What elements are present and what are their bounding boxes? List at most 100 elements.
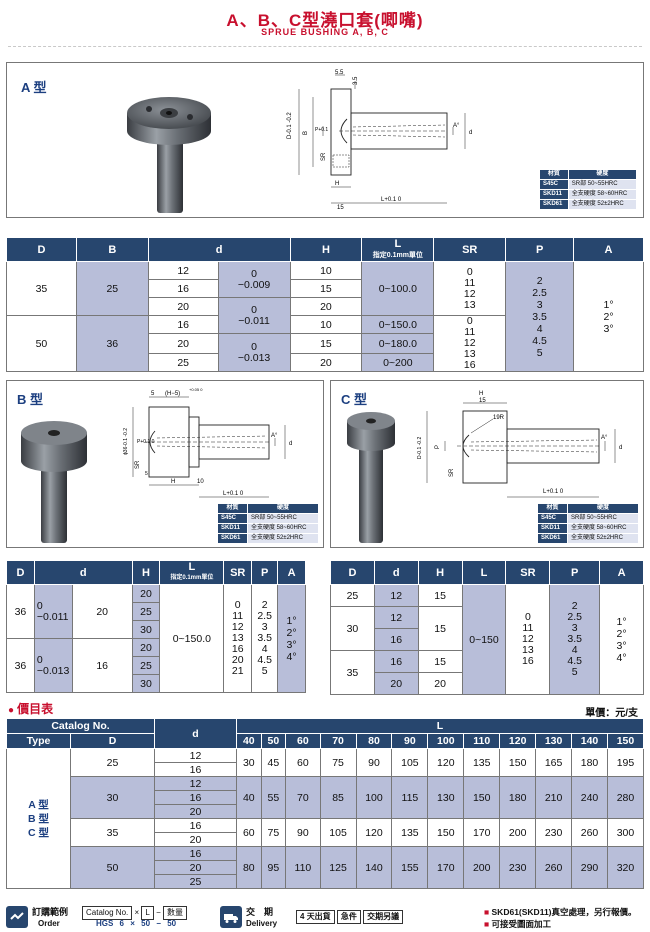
hardness-header: 硬度 bbox=[566, 503, 640, 514]
price-cell: 75 bbox=[260, 818, 287, 847]
cell-L: 0~100.0 bbox=[361, 261, 435, 316]
type-a-label: A 型 bbox=[21, 80, 47, 95]
sr-val: 16 bbox=[522, 655, 534, 667]
type-b-dim-10: 10 bbox=[197, 479, 204, 485]
length-header: 140 bbox=[571, 733, 608, 749]
cell-d: 16 bbox=[71, 638, 133, 693]
p-val: 2.5 bbox=[532, 286, 547, 299]
price-cell: 95 bbox=[260, 846, 287, 889]
sr-val: 16 bbox=[463, 359, 476, 371]
p-val: 3 bbox=[536, 298, 543, 311]
hand-pointer-icon bbox=[6, 906, 28, 928]
d-cell: 20 bbox=[154, 804, 237, 819]
table-row: 20 bbox=[7, 832, 644, 847]
length-header: 70 bbox=[319, 733, 357, 749]
type-b-dim-P: P+0.1 0 bbox=[137, 439, 155, 445]
price-cell: 290 bbox=[571, 846, 608, 889]
price-cell: 60 bbox=[285, 748, 321, 777]
type-label: A 型 bbox=[28, 798, 49, 811]
cell-A: 1°2°3° bbox=[573, 261, 644, 372]
cell-D: 25 bbox=[330, 584, 375, 607]
price-cell: 210 bbox=[535, 776, 573, 819]
price-cell: 70 bbox=[285, 776, 321, 819]
cell-H: 20 bbox=[131, 638, 161, 657]
price-cell: 155 bbox=[391, 846, 429, 889]
material-name: SKD11 bbox=[539, 189, 569, 200]
type-a-dim-P: P+0.1 bbox=[315, 127, 328, 133]
col-H: H bbox=[289, 237, 363, 262]
a-val: 3° bbox=[603, 322, 614, 335]
material-name: S45C bbox=[537, 513, 568, 524]
material-header: 材質 bbox=[537, 503, 568, 514]
sr-val: 13 bbox=[463, 348, 476, 360]
d-cell: 20 bbox=[154, 832, 237, 847]
length-header: 150 bbox=[606, 733, 645, 749]
p-val: 5 bbox=[261, 665, 268, 677]
type-b-drawing: 5 (H−5) +0.05 0 ϕ36-0.1 -0.2 P+0.1 0 SR … bbox=[123, 387, 292, 498]
tol-upper: 0 bbox=[36, 599, 43, 612]
price-cell: 45 bbox=[260, 748, 287, 777]
type-a-drawing: 5.5 3.5 D-0.1 -0.2 B P+0.1 SR A° d H 15 … bbox=[287, 70, 472, 211]
sr-val: 11 bbox=[232, 610, 244, 622]
type-a-dim-3-5: 3.5 bbox=[353, 76, 359, 85]
material-name: S45C bbox=[217, 513, 248, 524]
material-name: SKD11 bbox=[537, 523, 568, 534]
sr-val: 12 bbox=[231, 621, 244, 633]
type-header: Type bbox=[6, 733, 71, 749]
d-cell: 16 bbox=[154, 818, 237, 833]
sr-val: 0 bbox=[524, 611, 531, 623]
cell-d: 20 bbox=[373, 672, 419, 695]
cell-tol: 0−0.011 bbox=[217, 297, 291, 334]
cell-H: 15 bbox=[289, 279, 363, 298]
a-val: 3° bbox=[286, 638, 297, 651]
cell-A: 1°2°3°4° bbox=[599, 584, 644, 695]
material-hardness: 全支硬度 58~60HRC bbox=[567, 189, 638, 200]
price-cell: 85 bbox=[319, 776, 357, 819]
price-title-row: ● 價目表 bbox=[8, 700, 53, 717]
cell-B: 25 bbox=[75, 261, 149, 316]
urgent-label: 交期另議 bbox=[367, 912, 400, 921]
material-hardness: SR部 50~55HRC bbox=[566, 513, 640, 524]
table-row: 16 bbox=[7, 790, 644, 805]
price-cell: 165 bbox=[535, 748, 573, 777]
cell-H: 15 bbox=[289, 333, 363, 354]
type-b-dim-d: d bbox=[289, 441, 292, 447]
type-c-dim-H: H bbox=[479, 391, 483, 397]
d-cell: 16 bbox=[154, 790, 237, 805]
cell-tol: 0−0.013 bbox=[217, 333, 291, 372]
d-cell: 16 bbox=[154, 846, 237, 861]
col-P: P bbox=[505, 237, 575, 262]
cell-D: 35 bbox=[6, 261, 77, 316]
D-cell: 30 bbox=[70, 776, 155, 819]
col-d: d bbox=[33, 560, 133, 585]
a-val: 4° bbox=[286, 650, 297, 663]
a-val: 4° bbox=[616, 651, 627, 664]
example-qty: 50 bbox=[167, 919, 177, 928]
col-L-title: L bbox=[394, 237, 402, 250]
p-val: 2 bbox=[571, 600, 578, 612]
price-cell: 280 bbox=[606, 776, 645, 819]
type-b-dim-tol: +0.05 0 bbox=[189, 387, 203, 392]
cell-tol: 0−0.009 bbox=[217, 261, 291, 298]
a-val: 2° bbox=[616, 627, 627, 640]
material-name: SKD61 bbox=[217, 533, 248, 544]
a-val: 2° bbox=[286, 626, 297, 639]
note-vacuum-text: SKD61(SKD11)真空處理，另行報價。 bbox=[491, 907, 637, 917]
type-b-dim-A: A° bbox=[271, 433, 278, 439]
cell-L: 0~180.0 bbox=[361, 333, 435, 354]
p-val: 4.5 bbox=[532, 334, 547, 347]
price-cell: 105 bbox=[319, 818, 357, 847]
col-A: A bbox=[573, 237, 644, 262]
note-vacuum: ■ SKD61(SKD11)真空處理，另行報價。 bbox=[484, 906, 637, 918]
col-SR: SR bbox=[505, 560, 551, 585]
cell-H: 15 bbox=[417, 606, 463, 651]
tol-upper: 0 bbox=[251, 303, 257, 316]
p-val: 3.5 bbox=[257, 632, 272, 644]
a-val: 1° bbox=[603, 298, 614, 311]
p-val: 3 bbox=[571, 622, 578, 634]
